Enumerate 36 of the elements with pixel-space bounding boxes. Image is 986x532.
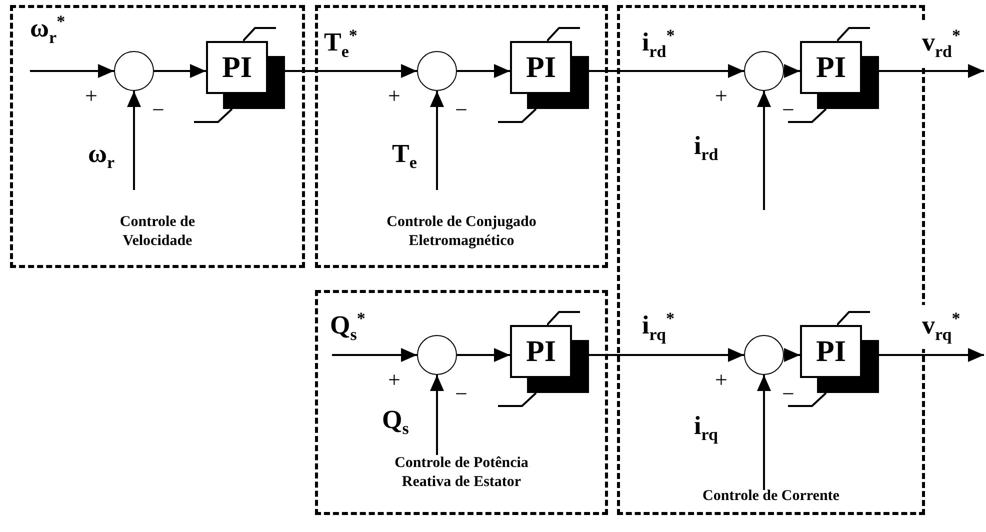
sign-label: − (455, 99, 468, 121)
summing-junction (744, 335, 784, 375)
group-title: Controle de Velocidade (118, 213, 196, 251)
group-title: Controle de Conjugado Eletromagnético (386, 213, 538, 251)
group-title: Controle de Corrente (702, 487, 840, 506)
sign-label: − (152, 99, 164, 121)
sign-label: + (85, 85, 98, 107)
signal-arrow (879, 64, 984, 78)
signal-arrow (784, 64, 800, 78)
signal-arrow (457, 348, 510, 362)
summing-junction (417, 51, 457, 91)
sign-label: + (715, 85, 728, 107)
signal-arrow (879, 348, 984, 362)
signal-arrow (757, 91, 771, 210)
signal-arrow (430, 375, 444, 455)
signal-arrow (285, 64, 417, 78)
signal-arrow (457, 64, 510, 78)
signal-arrow (784, 348, 800, 362)
sign-label: + (388, 85, 400, 107)
signal-arrow (127, 91, 141, 190)
signal-arrow (332, 348, 417, 362)
sign-label: − (782, 383, 794, 405)
summing-junction (417, 335, 457, 375)
sign-label: − (455, 383, 468, 405)
summing-junction (114, 51, 154, 91)
signal-arrow (757, 375, 771, 490)
signal-arrow (154, 64, 206, 78)
sign-label: − (782, 99, 794, 121)
sign-label: + (715, 369, 728, 391)
signal-arrow (30, 64, 114, 78)
signal-arrow (430, 91, 444, 190)
signal-arrow (589, 64, 744, 78)
sign-label: + (388, 369, 400, 391)
signal-arrow (589, 348, 744, 362)
group-title: Controle de Potência Reativa de Estator (394, 454, 530, 492)
summing-junction (744, 51, 784, 91)
